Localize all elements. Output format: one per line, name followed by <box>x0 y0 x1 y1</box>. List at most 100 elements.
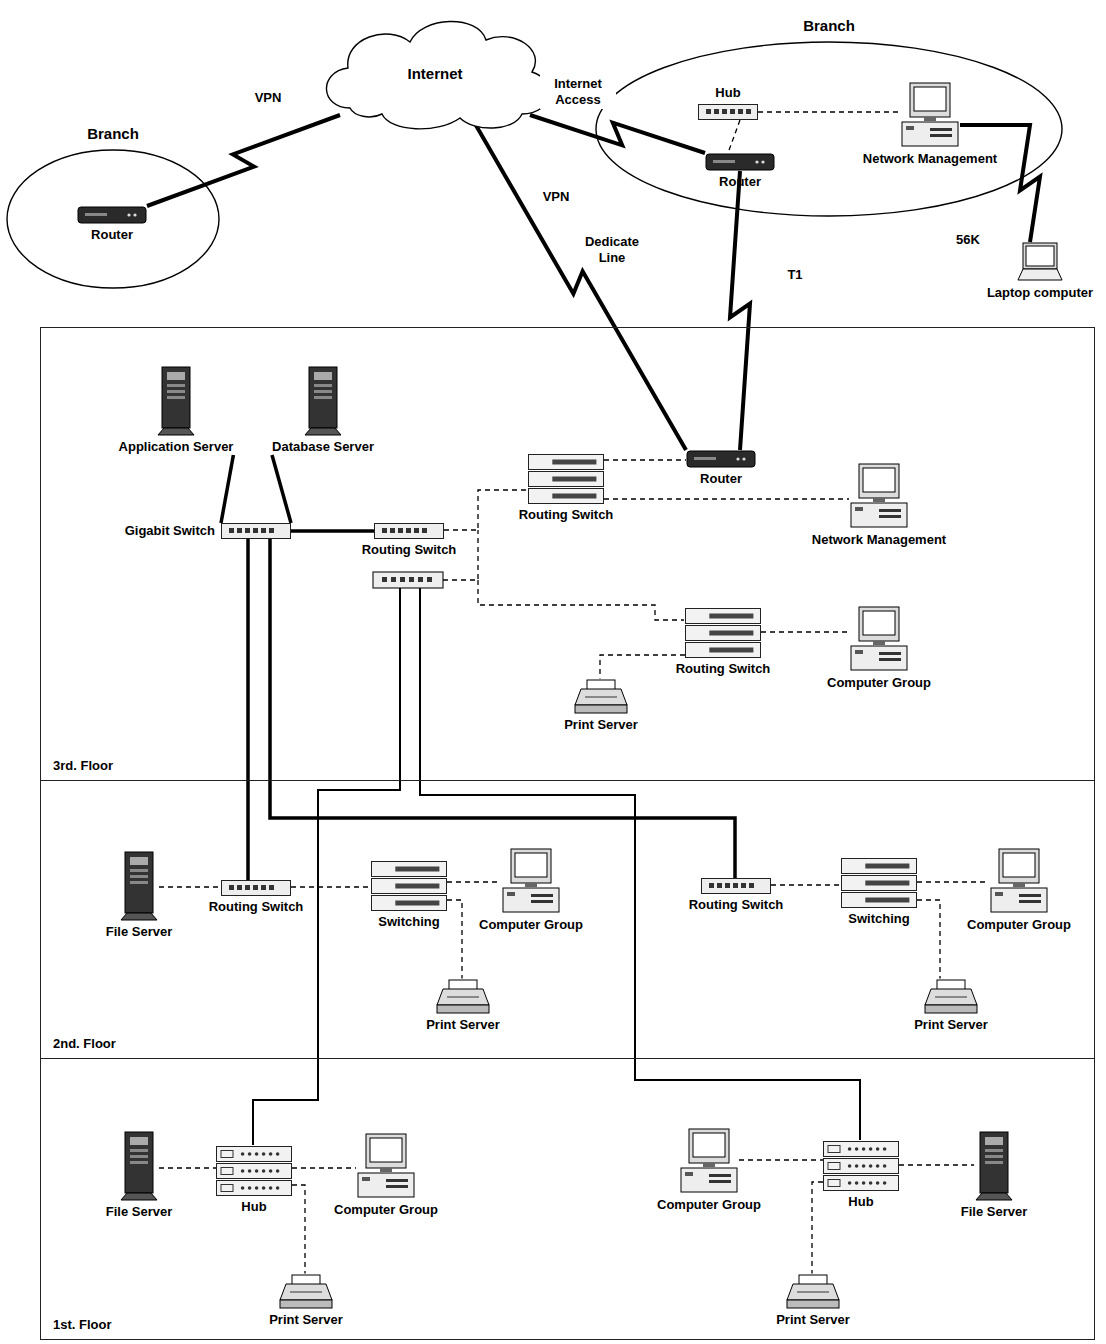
printer-icon <box>435 979 491 1014</box>
node-label: Branch <box>5 126 221 142</box>
sw-device: Routing Switch <box>209 880 304 915</box>
printer-icon <box>923 979 979 1014</box>
link-label: T1 <box>784 266 805 284</box>
node-label: Router <box>91 227 133 243</box>
pc-icon <box>356 1133 416 1199</box>
pc-device: Computer Group <box>657 1128 761 1213</box>
wan-link <box>147 115 340 206</box>
stack-device: Switching <box>371 861 447 930</box>
printer-icon <box>573 679 629 714</box>
node-label: Routing Switch <box>689 897 784 913</box>
stack-device: Routing Switch <box>519 454 614 523</box>
network-cable <box>447 900 462 979</box>
wan-link <box>530 115 705 153</box>
wan-link <box>730 171 750 450</box>
pc-icon <box>679 1128 739 1194</box>
network-cable <box>221 455 233 523</box>
node-label: Routing Switch <box>362 542 457 558</box>
printer-device: Print Server <box>776 1274 850 1328</box>
sw-icon <box>221 880 291 896</box>
pc-device: Computer Group <box>479 848 583 933</box>
sw-icon <box>701 878 771 894</box>
node-label: Router <box>719 174 761 190</box>
router-device: Router <box>705 153 775 190</box>
server-device: File Server <box>106 1131 173 1220</box>
network-cable <box>739 1159 823 1160</box>
pc-icon <box>900 82 960 148</box>
network-cable <box>600 655 685 679</box>
node-label: Internet <box>310 66 560 82</box>
printer-device: Print Server <box>564 679 638 733</box>
node-label: Computer Group <box>479 917 583 933</box>
node-label: Print Server <box>269 1312 343 1328</box>
printer-icon <box>278 1274 334 1309</box>
pc-device: Computer Group <box>827 606 931 691</box>
node-label: Print Server <box>564 717 638 733</box>
link-label: VPN <box>252 89 285 107</box>
cloud-region: Internet <box>310 10 560 130</box>
server-icon <box>303 366 343 436</box>
node-label: Router <box>700 471 742 487</box>
band-region: 2nd. FloorFile ServerRouting SwitchSwitc… <box>40 780 1095 1059</box>
node-label: 1st. Floor <box>53 1317 112 1333</box>
ellipse-region: BranchRouter <box>5 126 221 290</box>
stack-device: Routing Switch <box>676 608 771 677</box>
network-cable <box>159 1167 216 1168</box>
branch-outline <box>594 40 1064 218</box>
pc-icon <box>501 848 561 914</box>
router-icon <box>77 206 147 224</box>
network-cable <box>899 1164 974 1165</box>
link-label: VPN <box>540 188 573 206</box>
server-icon <box>119 1131 159 1201</box>
hub-icon <box>698 104 758 120</box>
printer-device: Print Server <box>914 979 988 1033</box>
sw-device: Routing Switch <box>689 878 784 913</box>
server-icon <box>119 851 159 921</box>
node-label: Computer Group <box>657 1197 761 1213</box>
node-label: Routing Switch <box>519 507 614 523</box>
router-icon <box>686 450 756 468</box>
network-cable <box>292 1185 305 1274</box>
unlabeled-switch <box>373 572 443 588</box>
printer-device: Print Server <box>426 979 500 1033</box>
network-cable <box>604 459 686 460</box>
pc-icon <box>989 848 1049 914</box>
wan-link <box>960 125 1040 242</box>
network-cable <box>761 631 849 632</box>
stack-icon <box>841 858 917 908</box>
node-label: Routing Switch <box>209 899 304 915</box>
node-label: Gigabit Switch <box>125 523 215 539</box>
node-label: Network Management <box>863 151 997 167</box>
node-label: 3rd. Floor <box>53 758 113 774</box>
node-label: 2nd. Floor <box>53 1036 116 1052</box>
link-label: 56K <box>953 231 983 249</box>
pc-icon <box>849 463 909 529</box>
hub-device: Hub <box>698 85 758 120</box>
band-region: 1st. Floor File Server Hub Computer GroupPr… <box>40 1058 1095 1340</box>
node-label: Switching <box>848 911 909 927</box>
hstack-icon <box>216 1146 292 1196</box>
pc-device: Network Management <box>812 463 946 548</box>
network-cable <box>159 886 221 887</box>
network-cable <box>447 881 501 882</box>
server-icon <box>974 1131 1014 1201</box>
laptop-icon <box>1017 242 1063 282</box>
server-device: Application Server <box>119 366 234 455</box>
pc-device: Computer Group <box>334 1133 438 1218</box>
router-icon <box>705 153 775 171</box>
node-label: Hub <box>715 85 740 101</box>
hstack-device: Hub <box>823 1141 899 1210</box>
wan-link <box>470 115 686 450</box>
network-cable <box>444 490 528 530</box>
server-device: File Server <box>961 1131 1028 1220</box>
node-label: Hub <box>848 1194 873 1210</box>
node-label: File Server <box>961 1204 1028 1220</box>
network-cable <box>246 539 250 880</box>
network-cable <box>291 529 374 533</box>
node-label: Print Server <box>426 1017 500 1033</box>
network-cable <box>728 120 740 153</box>
hstack-icon <box>823 1141 899 1191</box>
node-label: Switching <box>378 914 439 930</box>
node-label: File Server <box>106 1204 173 1220</box>
